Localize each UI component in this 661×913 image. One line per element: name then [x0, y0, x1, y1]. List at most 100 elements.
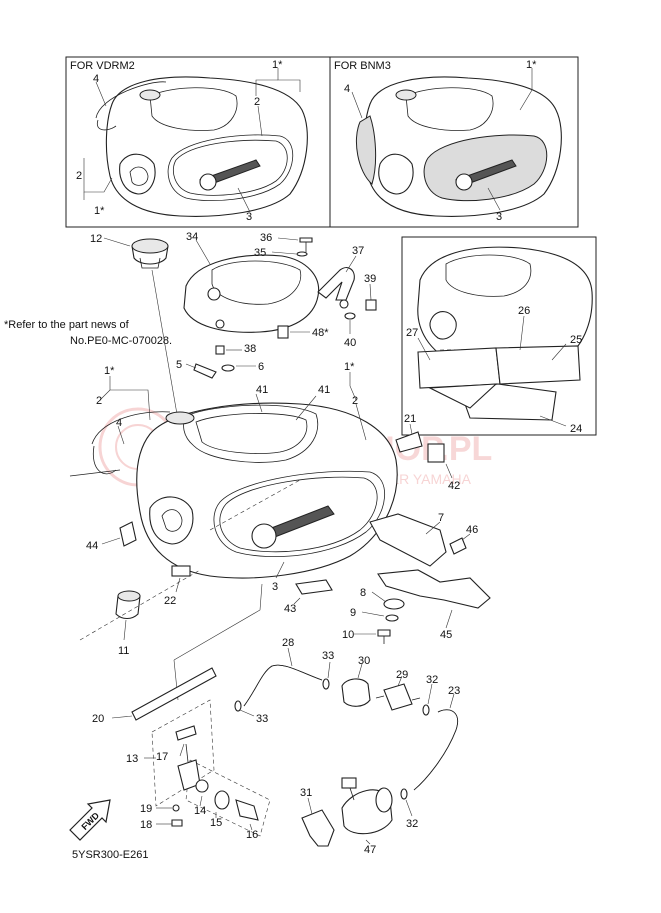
vdrm2-tank — [105, 76, 308, 217]
callout-27: 27 — [406, 327, 418, 339]
callout-47: 47 — [364, 844, 376, 856]
callout-33b: 33 — [256, 713, 268, 725]
frame-tank-underside: 26 27 25 24 — [401, 236, 597, 436]
part-23-hose — [413, 709, 458, 791]
callout-vdrm2-1: 1* — [272, 59, 283, 71]
part-21 — [395, 431, 423, 453]
callout-35: 35 — [254, 247, 266, 259]
bnm3-stripe-front — [355, 115, 377, 185]
main-tank-stripe-4 — [91, 411, 171, 445]
callout-10: 10 — [342, 629, 354, 641]
callout-46: 46 — [466, 524, 478, 536]
callout-41a: 41 — [256, 384, 268, 396]
callout-17: 17 — [156, 751, 168, 763]
callout-14: 14 — [194, 805, 206, 817]
part-14 — [195, 779, 209, 793]
part-9 — [385, 614, 399, 622]
main-tank-stripe — [213, 470, 385, 557]
part-38 — [215, 345, 225, 355]
callout-12: 12 — [90, 233, 102, 245]
part-5 — [193, 363, 217, 379]
part-46-bolt — [449, 537, 467, 555]
part-32a-clamp — [422, 704, 430, 716]
part-8 — [383, 598, 405, 610]
part-44 — [119, 521, 137, 547]
callout-28: 28 — [282, 637, 294, 649]
callout-5: 5 — [176, 359, 182, 371]
frame-bnm3: FOR BNM3 1* 4 3 — [329, 56, 579, 228]
callout-48: 48* — [312, 327, 329, 339]
callout-13: 13 — [126, 753, 138, 765]
callout-9: 9 — [350, 607, 356, 619]
callout-38: 38 — [244, 343, 256, 355]
callout-vdrm2-3: 3 — [246, 211, 252, 223]
part-42 — [427, 443, 445, 463]
main-assembly: 12 34 36 35 37 39 40 48* — [69, 231, 491, 856]
pad-25 — [495, 345, 581, 385]
part-34-top-cover — [183, 254, 320, 333]
callout-vdrm2-2b: 2 — [76, 170, 82, 182]
part-39-bolt — [365, 299, 377, 311]
callout-2a: 2 — [96, 395, 102, 407]
callout-bnm3-3: 3 — [496, 211, 502, 223]
callout-7: 7 — [438, 512, 444, 524]
part-31-bracket — [301, 809, 335, 847]
callout-bnm3-4: 4 — [344, 83, 350, 95]
part-32b-clamp — [400, 788, 408, 800]
frame-bnm3-border — [329, 56, 579, 228]
callout-39: 39 — [364, 273, 376, 285]
part-20-strip — [131, 667, 217, 721]
part-28-hose — [243, 664, 323, 707]
callout-23: 23 — [448, 685, 460, 697]
callout-2b: 2 — [352, 395, 358, 407]
frame-vdrm2-title: FOR VDRM2 — [70, 60, 135, 72]
callout-43: 43 — [284, 603, 296, 615]
callout-31: 31 — [300, 787, 312, 799]
callout-30: 30 — [358, 655, 370, 667]
part-18-screw — [171, 819, 183, 827]
callout-40: 40 — [344, 337, 356, 349]
callout-42: 42 — [448, 480, 460, 492]
part-48 — [277, 325, 289, 339]
callout-26: 26 — [518, 305, 530, 317]
frame-bnm3-title: FOR BNM3 — [334, 60, 391, 72]
callout-25: 25 — [570, 334, 582, 346]
part-37-bracket — [317, 267, 355, 301]
callout-45: 45 — [440, 629, 452, 641]
callout-4: 4 — [116, 417, 122, 429]
part-35-washer — [296, 251, 308, 257]
part-17 — [175, 725, 197, 741]
fwd-arrow-icon: FWD — [69, 799, 111, 841]
callout-16: 16 — [246, 829, 258, 841]
part-43 — [295, 579, 333, 595]
callout-18: 18 — [140, 819, 152, 831]
callout-37: 37 — [352, 245, 364, 257]
part-47-connector — [341, 777, 357, 789]
part-7-pad — [369, 513, 447, 567]
callout-6: 6 — [258, 361, 264, 373]
part-33b-clamp — [234, 700, 242, 712]
main-fuel-tank — [136, 402, 398, 579]
callout-32b: 32 — [406, 818, 418, 830]
part-16 — [235, 799, 259, 821]
callout-32a: 32 — [426, 674, 438, 686]
vdrm2-stripe-4 — [96, 119, 117, 131]
part-19 — [172, 804, 180, 812]
callout-34: 34 — [186, 231, 198, 243]
callout-1a: 1* — [104, 365, 115, 377]
part-40 — [344, 312, 356, 320]
note-line2: No.PE0-MC-070028. — [70, 335, 172, 347]
diagram-code: 5YSR300-E261 — [72, 849, 148, 861]
part-45-bracket — [377, 569, 491, 609]
callout-1b: 1* — [344, 361, 355, 373]
callout-11: 11 — [118, 645, 129, 657]
part-33a-clamp — [322, 678, 330, 690]
callout-22: 22 — [164, 595, 176, 607]
vdrm2-tank-panel — [167, 134, 294, 202]
bnm3-stripe-panel — [423, 134, 548, 202]
part-30 — [341, 678, 371, 707]
callout-vdrm2-2a: 2 — [254, 96, 260, 108]
callout-24: 24 — [570, 423, 582, 435]
vdrm2-cap-ring — [139, 89, 161, 101]
